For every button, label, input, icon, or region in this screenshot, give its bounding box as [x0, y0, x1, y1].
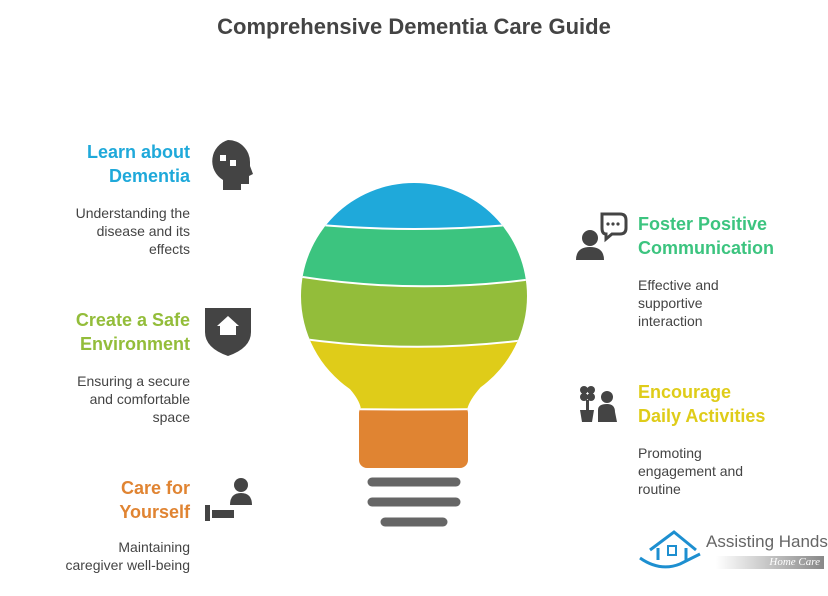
- brand-logo: Assisting Hands® Home Care: [636, 528, 828, 574]
- hand-house-logo-icon: [639, 530, 701, 569]
- bulb-segment-olive: [301, 275, 527, 348]
- bulb-segment-orange: [301, 408, 527, 468]
- self-care-icon: [205, 478, 252, 521]
- logo-name: Assisting Hands: [706, 532, 828, 551]
- logo-subtitle: Home Care: [716, 556, 824, 569]
- bulb-segment-blue: [301, 183, 527, 228]
- bulb-segment-yellow: [301, 337, 527, 410]
- bulb-segment-green: [301, 222, 527, 287]
- house-shield-icon: [205, 308, 251, 356]
- person-plant-icon: [580, 386, 617, 422]
- person-speech-icon: [576, 212, 628, 260]
- page-title: Comprehensive Dementia Care Guide: [217, 14, 611, 39]
- head-puzzle-icon: [212, 140, 253, 190]
